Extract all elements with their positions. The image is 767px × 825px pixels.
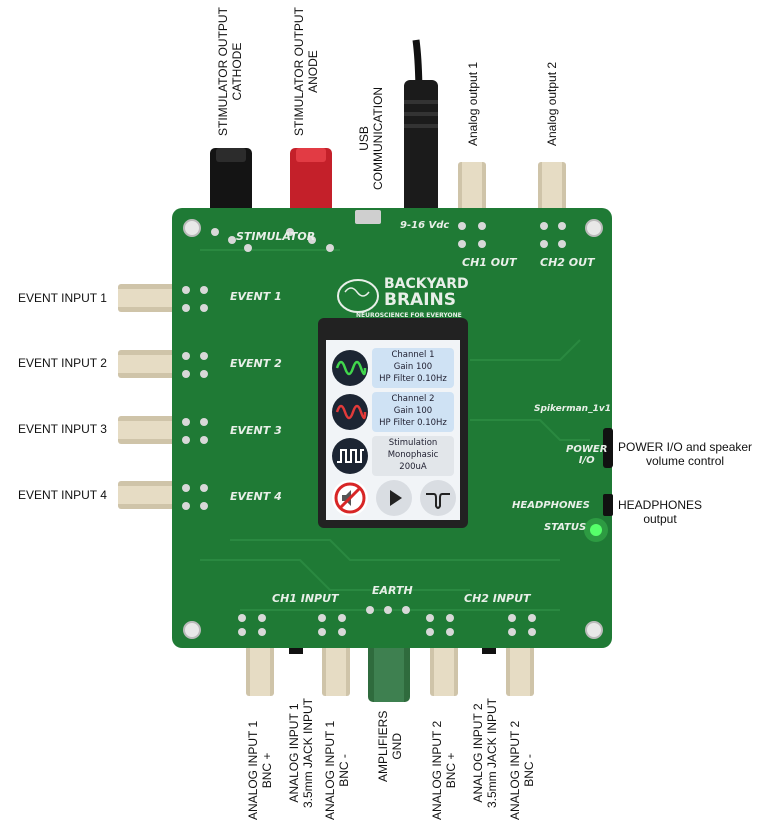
pcb-tagline: NEUROSCIENCE FOR EVERYONE xyxy=(356,312,462,319)
pcb-event-1: EVENT 1 xyxy=(230,290,282,303)
headphone-jack xyxy=(603,494,613,516)
screen-button-bar xyxy=(332,480,456,516)
pcb-ch1-out-label: CH1 OUT xyxy=(462,256,517,269)
label-event-input-2: EVENT INPUT 2 xyxy=(18,356,107,370)
pcb-event-2: EVENT 2 xyxy=(230,357,282,370)
label-event-input-3: EVENT INPUT 3 xyxy=(18,422,107,436)
label-analog-output-1: Analog output 1 xyxy=(466,61,480,146)
mute-speaker-icon[interactable] xyxy=(332,480,368,516)
pcb-ch1-input: CH1 INPUT xyxy=(272,592,339,605)
power-knob xyxy=(603,428,613,468)
label-event-input-4: EVENT INPUT 4 xyxy=(18,488,107,502)
square-wave-icon xyxy=(332,438,368,474)
pcb-model: Spikerman_1v1 xyxy=(534,404,611,414)
pcb-stimulator-label: STIMULATOR xyxy=(236,230,316,243)
pcb-brand-top: BACKYARD xyxy=(384,276,469,292)
anode-jack xyxy=(290,148,332,216)
label-analog-output-2: Analog output 2 xyxy=(545,61,559,146)
pcb-voltage-label: 9-16 Vdc xyxy=(400,220,450,231)
pcb-event-4: EVENT 4 xyxy=(230,490,282,503)
usb-port xyxy=(355,210,381,224)
pcb-earth: EARTH xyxy=(372,584,413,597)
pcb-event-3: EVENT 3 xyxy=(230,424,282,437)
sine-wave-red-icon xyxy=(332,394,368,430)
sine-wave-green-icon xyxy=(332,350,368,386)
label-event-input-1: EVENT INPUT 1 xyxy=(18,291,107,305)
pcb-ch2-input: CH2 INPUT xyxy=(464,592,531,605)
pcb-ch2-out-label: CH2 OUT xyxy=(540,256,595,269)
event-bncs xyxy=(118,284,180,509)
brain-logo xyxy=(337,279,379,313)
status-led xyxy=(590,524,602,536)
pcb-brand-bottom: BRAINS xyxy=(384,290,457,310)
play-icon[interactable] xyxy=(376,480,412,516)
pcb-headphones: HEADPHONES xyxy=(512,500,590,511)
pcb-status: STATUS xyxy=(544,522,587,533)
pulse-icon[interactable] xyxy=(420,480,456,516)
cathode-jack xyxy=(210,148,252,216)
